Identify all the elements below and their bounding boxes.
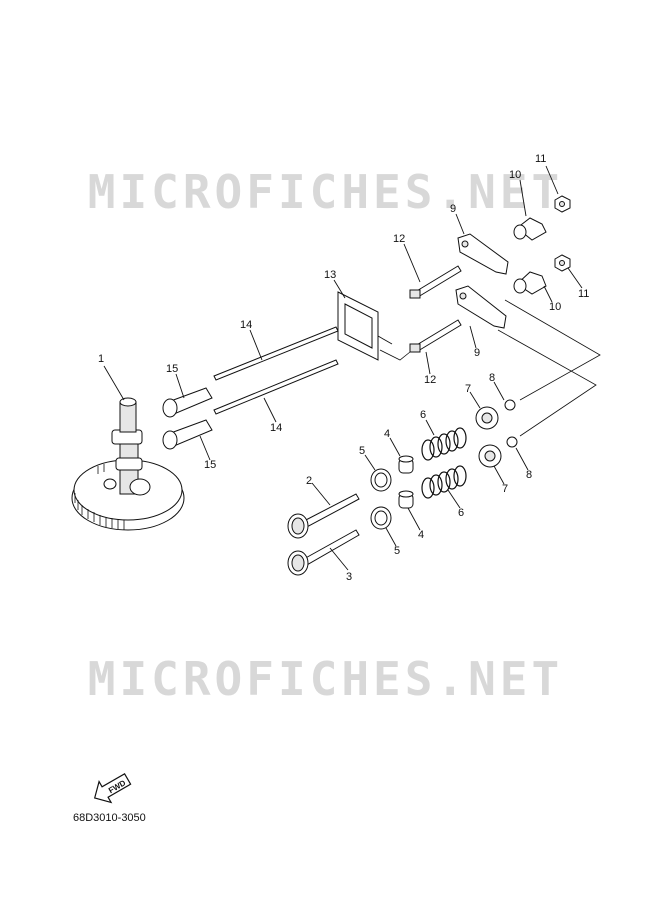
- callout-6: 6: [458, 507, 464, 519]
- rocker-pivot-part: [513, 217, 547, 295]
- callout-12: 12: [393, 233, 405, 245]
- callout-11: 11: [535, 153, 546, 165]
- watermark-bottom: MICROFICHES.NET: [87, 652, 564, 706]
- callout-labels: 1 2 3 4 4 5 5 6 6 7 7 8 8 9 9 10 10 11 1…: [98, 153, 589, 583]
- callout-7: 7: [502, 483, 508, 495]
- callout-9: 9: [450, 203, 456, 215]
- callout-12: 12: [424, 374, 436, 386]
- watermark-top: MICROFICHES.NET: [87, 165, 564, 219]
- diagram-code: 68D3010-3050: [73, 812, 146, 824]
- valve-seal-part: [398, 455, 414, 509]
- rocker-arm-part: [455, 233, 509, 329]
- callout-15: 15: [204, 459, 216, 471]
- nut-part: [554, 195, 571, 272]
- callout-14: 14: [240, 319, 252, 331]
- callout-2: 2: [306, 475, 312, 487]
- guide-plate-part: [337, 291, 393, 361]
- callout-14: 14: [270, 422, 282, 434]
- callout-4: 4: [384, 428, 390, 440]
- callout-13: 13: [324, 269, 336, 281]
- push-rod-part: [213, 326, 339, 415]
- intake-valve-part: [287, 493, 360, 539]
- callout-6: 6: [420, 409, 426, 421]
- assembly-reference-lines: [379, 299, 601, 437]
- callout-11: 11: [578, 288, 589, 300]
- callout-7: 7: [465, 383, 471, 395]
- callout-8: 8: [526, 469, 532, 481]
- washer-part: [370, 468, 392, 530]
- stud-bolt-part: [409, 265, 462, 353]
- callout-3: 3: [346, 571, 352, 583]
- valve-cotter-part: [504, 399, 518, 448]
- callout-5: 5: [394, 545, 400, 557]
- camshaft-part: [71, 397, 185, 531]
- callout-8: 8: [489, 372, 495, 384]
- callout-10: 10: [549, 301, 561, 313]
- fwd-arrow-icon: FWD: [93, 772, 132, 804]
- spring-retainer-part: [475, 406, 502, 468]
- callout-1: 1: [98, 353, 104, 365]
- callout-15: 15: [166, 363, 178, 375]
- callout-9: 9: [474, 347, 480, 359]
- callout-10: 10: [509, 169, 521, 181]
- valve-spring-part: [421, 427, 467, 499]
- valve-lifter-part: [162, 387, 213, 450]
- leader-lines: [103, 165, 583, 571]
- callout-5: 5: [359, 445, 365, 457]
- callout-4: 4: [418, 529, 424, 541]
